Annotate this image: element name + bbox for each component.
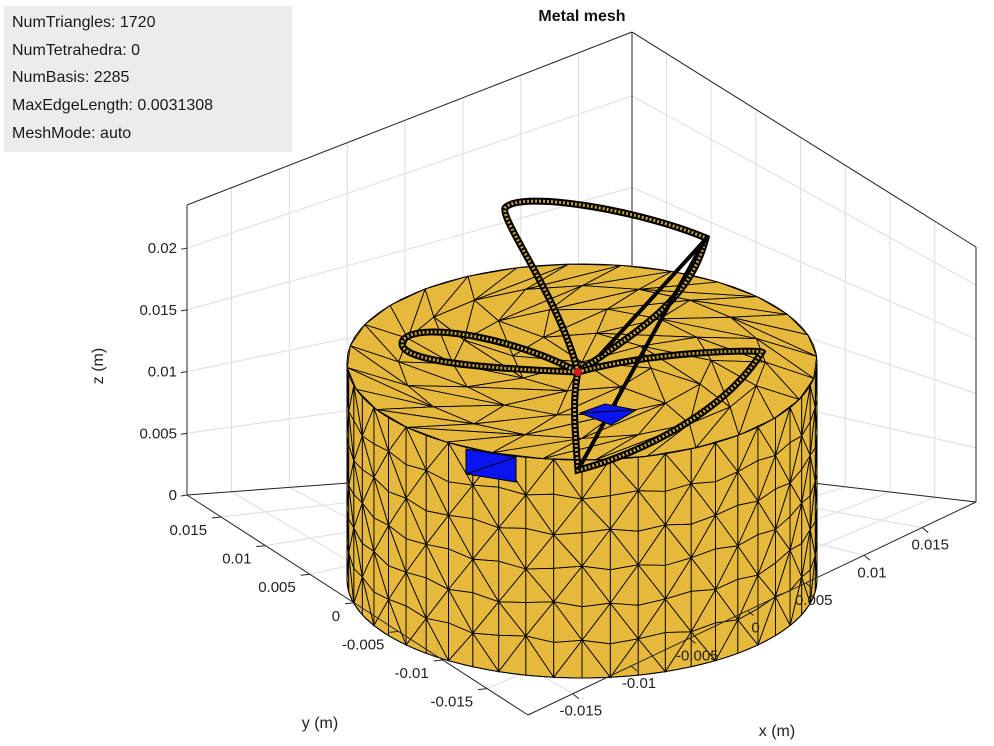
mesh-triangle	[552, 639, 583, 679]
mesh-triangle	[405, 617, 427, 655]
feed-patches	[465, 368, 638, 483]
wire-support	[598, 238, 707, 357]
max-edge-length-text: MaxEdgeLength: 0.0031308	[12, 97, 214, 114]
x-tick-mark	[688, 637, 696, 644]
y-tick-label: -0.01	[395, 665, 429, 682]
num-tetrahedra-text: NumTetrahedra: 0	[12, 42, 141, 59]
feed-point	[574, 368, 582, 376]
mesh-triangle	[447, 632, 474, 668]
feed-patch-diagonal	[465, 456, 517, 475]
mesh-triangle	[346, 552, 350, 592]
axis-text: Metal mesh z (m) y (m) x (m) 0 0.005 0.01 0…	[90, 8, 949, 740]
y-tick-mark	[212, 516, 222, 519]
x-tick-mark	[863, 554, 871, 561]
y-axis-label: y (m)	[302, 715, 338, 732]
z-tick-label: 0.005	[139, 425, 177, 442]
y-tick-label: -0.005	[342, 636, 385, 653]
y-tick-mark	[389, 630, 399, 633]
mesh-triangle	[699, 359, 732, 409]
num-triangles-text: NumTriangles: 1720	[12, 14, 156, 31]
axes-front-edge	[527, 501, 977, 716]
z-axis-label: z (m)	[90, 348, 107, 384]
mesh-triangle	[729, 384, 758, 437]
y-tick-label: 0	[332, 608, 340, 625]
y-tick-mark	[300, 573, 310, 576]
plot-title: Metal mesh	[538, 8, 625, 25]
wire-arm-mesh	[400, 330, 579, 374]
mesh-triangle	[373, 597, 390, 637]
front-axis-lines	[186, 494, 977, 716]
z-tick-label: 0.02	[148, 240, 177, 257]
x-tick-label: 0.015	[911, 537, 949, 554]
mesh-triangle	[664, 630, 692, 673]
y-tick-mark	[433, 659, 443, 662]
z-tick-mark	[180, 432, 188, 435]
axes-front-edge	[186, 494, 529, 716]
z-tick-mark	[180, 494, 188, 497]
x-tick-label: -0.005	[676, 647, 719, 664]
num-basis-text: NumBasis: 2285	[12, 69, 130, 86]
y-tick-label: 0.01	[222, 551, 251, 568]
x-tick-label: 0	[751, 620, 759, 637]
x-tick-mark	[747, 610, 754, 617]
x-tick-label: -0.015	[560, 703, 603, 720]
x-tick-mark	[630, 665, 638, 672]
mesh-info-box: NumTriangles: 1720 NumTetrahedra: 0 NumB…	[4, 6, 292, 152]
z-tick-label: 0.015	[139, 302, 177, 319]
x-tick-mark	[921, 527, 929, 533]
mesh-triangle	[714, 619, 739, 662]
y-tick-label: 0.015	[170, 522, 208, 539]
y-tick-mark	[345, 602, 355, 605]
z-tick-label: 0.01	[148, 364, 177, 381]
wire-support	[576, 237, 708, 471]
y-tick-label: -0.015	[431, 694, 474, 711]
mesh-triangle	[757, 596, 776, 646]
x-tick-label: -0.01	[622, 675, 656, 692]
mesh-triangle	[789, 576, 803, 627]
z-tick-mark	[180, 371, 188, 374]
x-tick-label: 0.005	[795, 592, 833, 609]
feed-patch-diagonal	[579, 409, 637, 414]
mesh-mode-text: MeshMode: auto	[12, 125, 132, 142]
y-tick-label: 0.005	[258, 579, 296, 596]
metal-mesh	[346, 263, 818, 679]
z-tick-mark	[180, 247, 188, 250]
mesh-triangle	[497, 634, 527, 676]
y-tick-mark	[478, 688, 488, 691]
x-tick-mark	[805, 582, 813, 589]
y-tick-mark	[256, 545, 266, 548]
spiral-wire-arms	[398, 197, 767, 475]
axes-box-edge	[631, 31, 977, 248]
z-tick-mark	[180, 309, 188, 312]
axes-box-edge	[186, 31, 633, 206]
z-tick-label: 0	[169, 487, 177, 504]
wire-arm-mesh	[573, 349, 764, 472]
wire-arm-outline	[501, 197, 711, 375]
x-tick-mark	[572, 693, 580, 700]
mesh-triangle	[353, 576, 363, 616]
x-axis-label: x (m)	[759, 723, 795, 740]
x-tick-label: 0.01	[857, 564, 886, 581]
mesh-triangle	[609, 637, 639, 678]
